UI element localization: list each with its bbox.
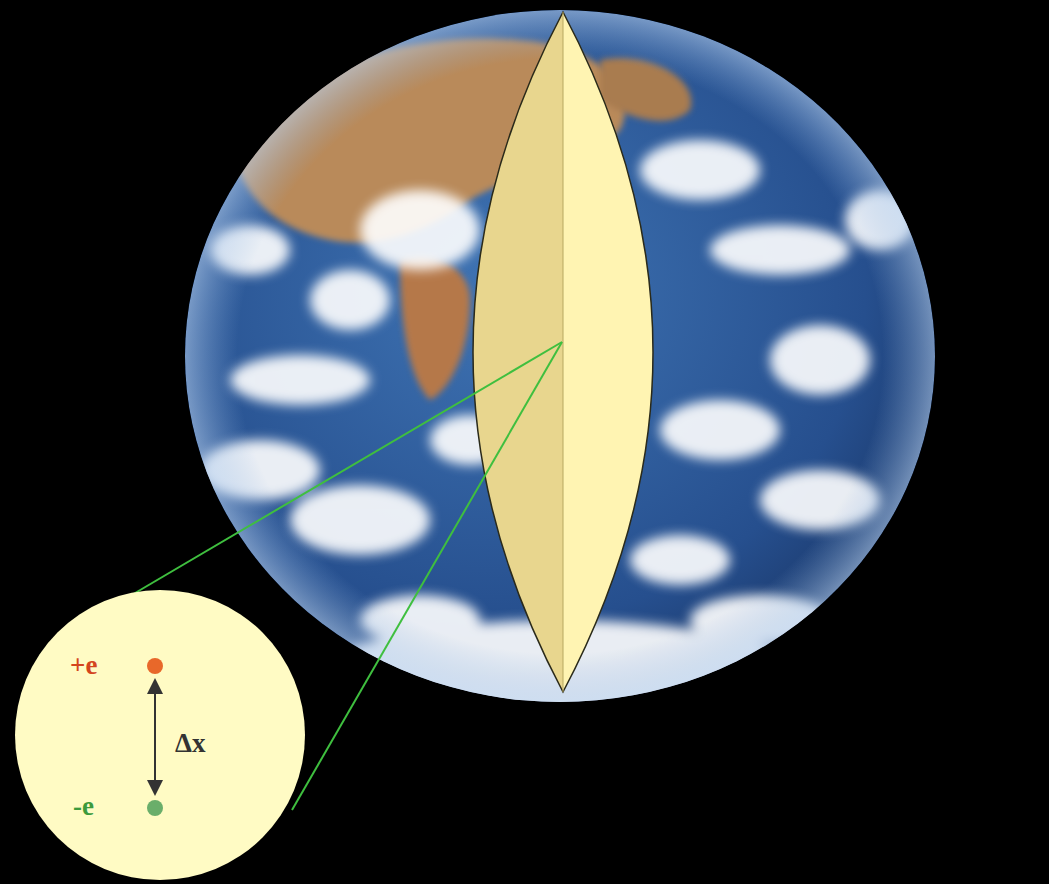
charge-dot bbox=[147, 800, 163, 816]
separation-arrow bbox=[154, 680, 156, 794]
cut-left-face bbox=[473, 12, 563, 692]
charge-label: Δx bbox=[175, 730, 205, 757]
cut-right-face bbox=[563, 12, 653, 692]
cut-outline bbox=[473, 12, 653, 692]
earth-globe bbox=[185, 10, 935, 702]
zoom-circle: +eΔx -e bbox=[15, 590, 305, 880]
charge-label: +e bbox=[70, 652, 97, 679]
earth-surface bbox=[185, 10, 935, 760]
dipole-symbol bbox=[15, 590, 305, 880]
charge-dot bbox=[147, 658, 163, 674]
zoom-line bbox=[130, 342, 562, 596]
charge-label: -e bbox=[73, 793, 94, 820]
cut-seam bbox=[563, 12, 564, 692]
zoom-line bbox=[292, 342, 562, 810]
